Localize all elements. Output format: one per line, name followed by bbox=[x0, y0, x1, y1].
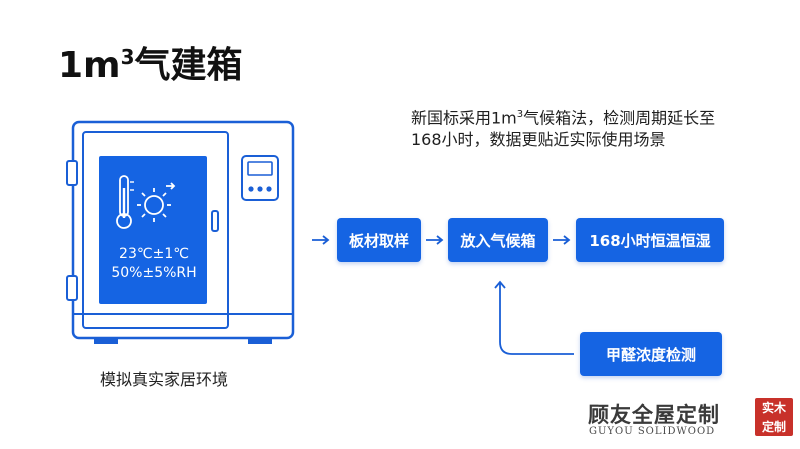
step-chamber-box: 放入气候箱 bbox=[448, 218, 548, 262]
climate-chamber-illustration bbox=[66, 120, 295, 344]
step-sampling-box: 板材取样 bbox=[337, 218, 421, 262]
humidity-spec: 50%±5%RH bbox=[111, 265, 197, 281]
arrow-chamber-to-sampling bbox=[312, 235, 330, 245]
brand-logo-text: 顾友全屋定制 bbox=[588, 403, 720, 427]
arrow-sampling-to-chamber bbox=[426, 235, 444, 245]
arrow-chamber-to-168h bbox=[553, 235, 571, 245]
formaldehyde-test-box: 甲醛浓度检测 bbox=[580, 332, 722, 376]
description-text: 新国标采用1m3气候箱法，检测周期延长至 168小时，数据更贴近实际使用场景 bbox=[411, 108, 716, 150]
brand-logo-subtext: GUYOU SOLIDWOOD bbox=[589, 426, 716, 437]
page-title: 1m3气建箱 bbox=[58, 45, 243, 86]
step-168h-box: 168小时恒温恒湿 bbox=[576, 218, 724, 262]
thermometer-icon bbox=[116, 175, 134, 229]
temperature-spec: 23℃±1℃ bbox=[119, 246, 189, 262]
brand-seal: 实木 定制 bbox=[755, 398, 793, 436]
arrow-feedback-loop bbox=[494, 280, 574, 355]
chamber-caption: 模拟真实家居环境 bbox=[100, 370, 229, 389]
sun-icon bbox=[137, 182, 176, 222]
